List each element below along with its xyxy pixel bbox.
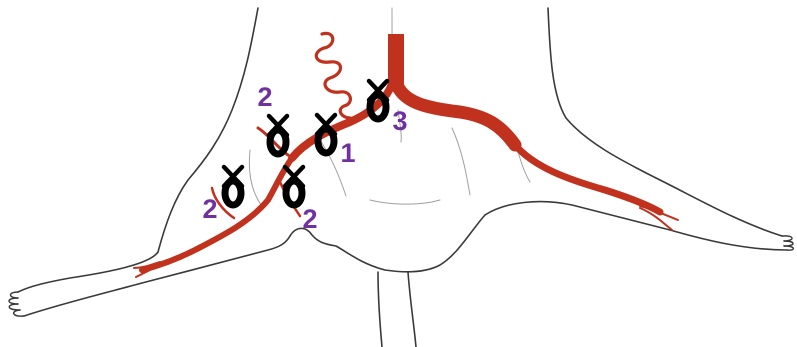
ligature-clip-icon	[285, 167, 303, 205]
coiled-vessel	[316, 33, 350, 118]
ligature-clip-icon	[224, 167, 242, 205]
ligature-clip-icon	[269, 116, 287, 154]
ligature-number-3: 2	[202, 194, 217, 224]
right-arm-lower-edge	[485, 202, 787, 250]
ligature-number-2: 2	[257, 82, 272, 112]
ligature-number-4: 2	[302, 204, 317, 234]
ligature-clip-4	[285, 167, 303, 205]
right-leg-edge	[408, 272, 416, 347]
left-leg-edge	[378, 272, 382, 347]
left-hand	[9, 292, 24, 316]
ligature-clip-2	[269, 116, 287, 154]
left-arm-lower-edge	[24, 236, 290, 316]
neck-left-edge	[18, 8, 258, 292]
arteries	[134, 33, 678, 277]
torso-lower-contour	[290, 215, 485, 272]
neck-right-edge	[548, 8, 782, 236]
ligature-number-5: 3	[392, 106, 407, 136]
ligature-number-1: 1	[340, 138, 355, 168]
right-hand	[782, 236, 793, 250]
ligature-clip-3	[224, 167, 242, 205]
